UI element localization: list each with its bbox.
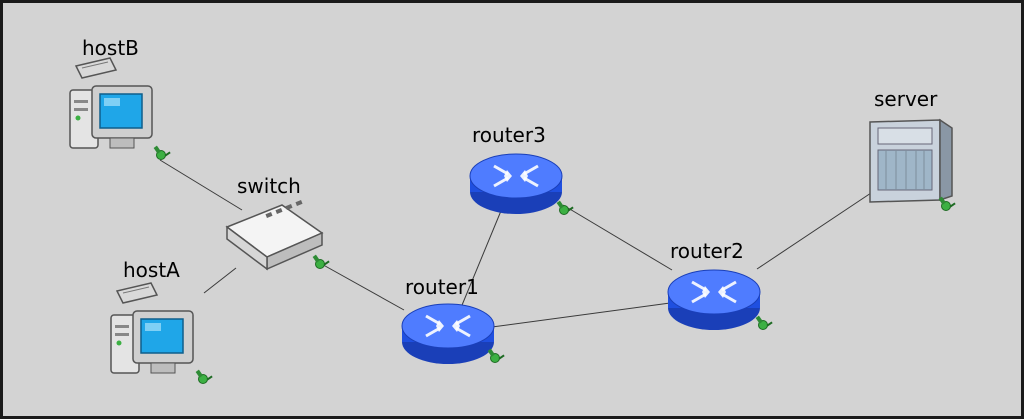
node-label-router1: router1	[405, 275, 479, 299]
router-icon	[668, 270, 760, 330]
link-router1-router2	[492, 303, 670, 327]
node-router2[interactable]: router2	[668, 239, 773, 330]
node-hostB[interactable]: hostB	[70, 36, 171, 160]
status-pin-icon	[313, 255, 330, 269]
status-pin-icon	[939, 197, 956, 211]
node-router3[interactable]: router3	[470, 123, 574, 215]
node-label-router3: router3	[472, 123, 546, 147]
status-pin-icon	[154, 146, 171, 160]
link-hostB-switch	[160, 160, 242, 210]
status-pin-icon	[557, 201, 574, 215]
desktop-computer-icon	[70, 58, 152, 148]
status-pin-icon	[756, 316, 773, 330]
node-label-server: server	[874, 87, 938, 111]
desktop-computer-icon	[111, 283, 193, 373]
router-icon	[470, 154, 562, 214]
link-hostA-switch	[204, 268, 236, 293]
node-hostA[interactable]: hostA	[111, 258, 213, 384]
status-pin-icon	[196, 370, 213, 384]
link-switch-router1	[318, 262, 404, 310]
server-tower-icon	[870, 120, 952, 202]
node-label-hostA: hostA	[123, 258, 180, 282]
node-server[interactable]: server	[870, 87, 956, 211]
node-label-hostB: hostB	[82, 36, 139, 60]
link-router2-server	[757, 191, 874, 269]
link-router3-router2	[563, 205, 672, 270]
node-label-switch: switch	[237, 174, 301, 198]
node-label-router2: router2	[670, 239, 744, 263]
node-switch[interactable]: switch	[227, 174, 330, 269]
network-switch-icon	[227, 200, 322, 269]
node-router1[interactable]: router1	[402, 275, 505, 364]
router-icon	[402, 304, 494, 364]
status-pin-icon	[488, 349, 505, 363]
